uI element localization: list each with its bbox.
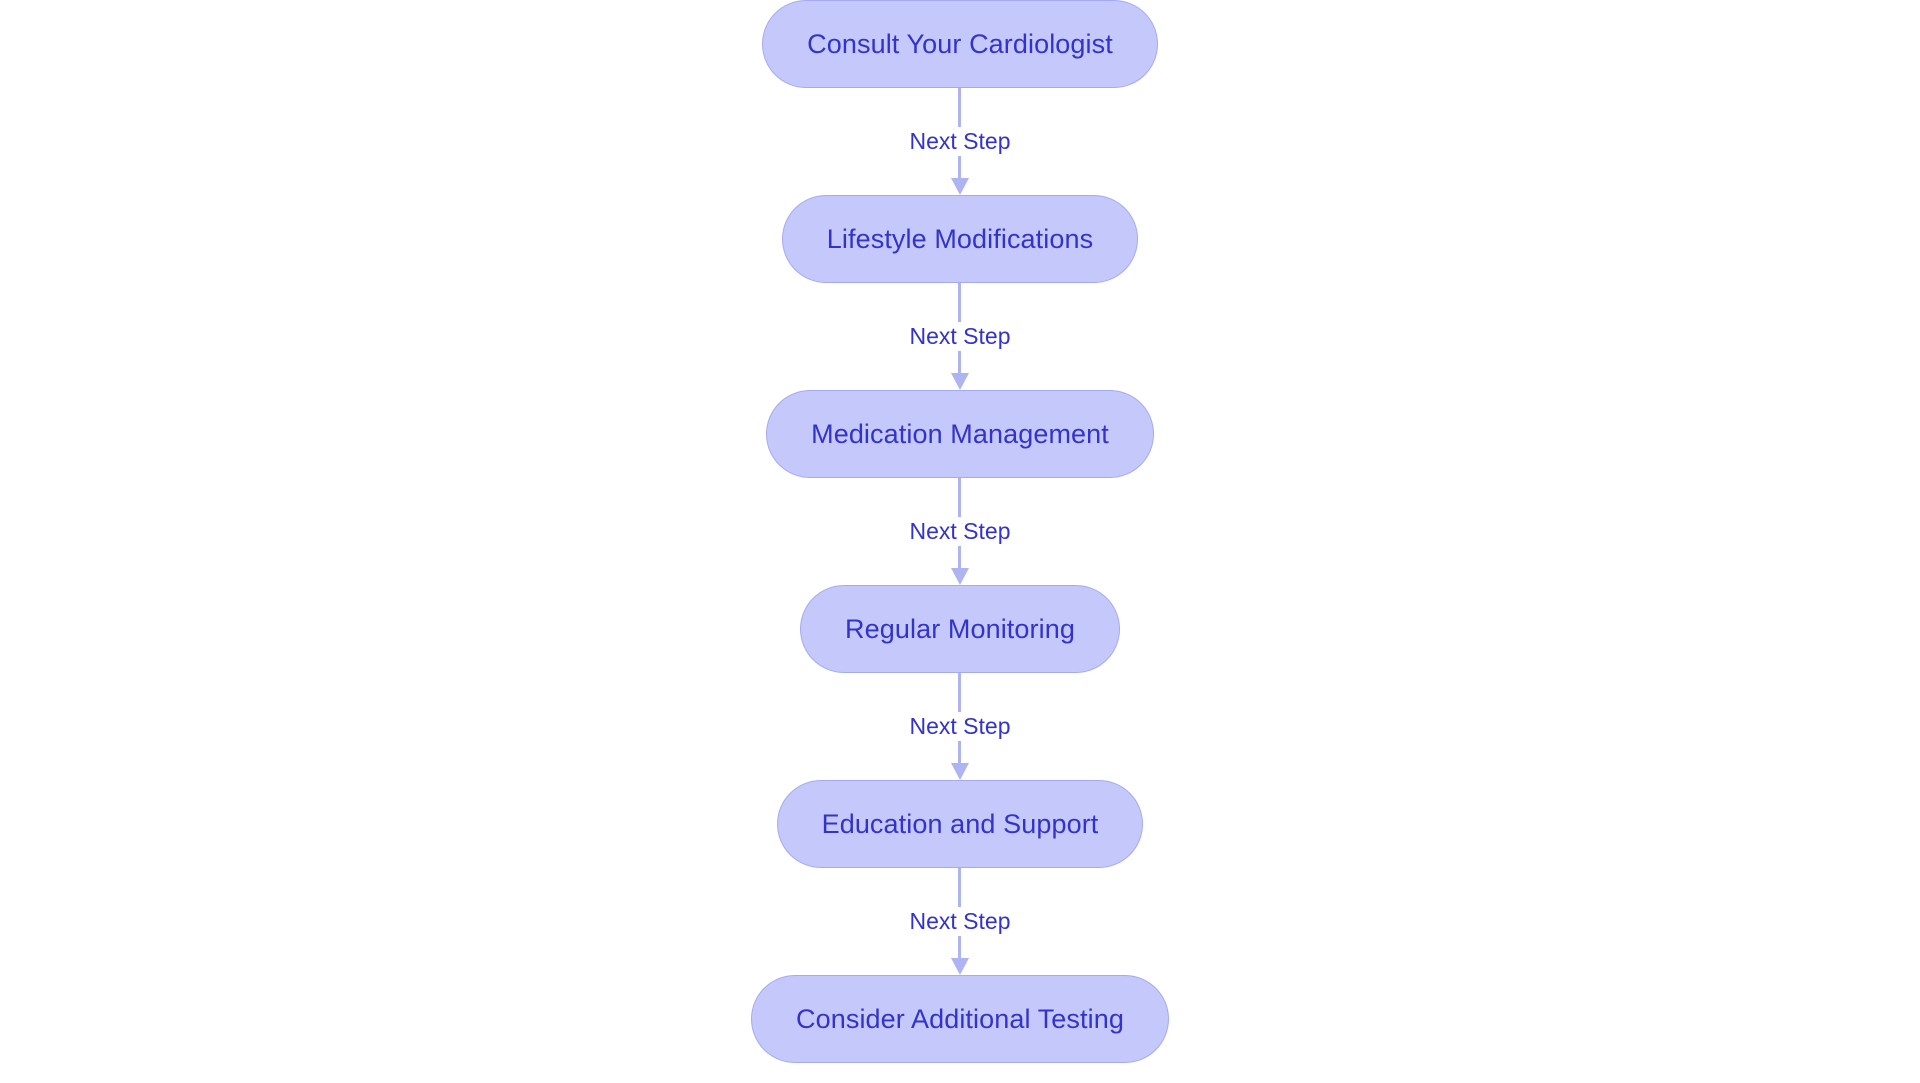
arrow-down-icon <box>951 763 969 780</box>
arrow-down-icon <box>951 568 969 585</box>
arrow-down-icon <box>951 958 969 975</box>
flow-edge-n2-n3: Next Step <box>860 283 1060 390</box>
flow-edge-n4-n5: Next Step <box>860 673 1060 780</box>
flow-node-regular-monitoring[interactable]: Regular Monitoring <box>800 585 1120 673</box>
flow-node-label: Consider Additional Testing <box>796 1003 1124 1034</box>
flow-node-consult-your-cardiologist[interactable]: Consult Your Cardiologist <box>762 0 1158 88</box>
edge-label: Next Step <box>902 322 1018 351</box>
flow-node-consider-additional-testing[interactable]: Consider Additional Testing <box>751 975 1169 1063</box>
flow-edge-n3-n4: Next Step <box>860 478 1060 585</box>
edge-label: Next Step <box>902 127 1018 156</box>
arrow-down-icon <box>951 373 969 390</box>
flow-node-label: Regular Monitoring <box>845 613 1075 644</box>
flow-edge-n1-n2: Next Step <box>860 88 1060 195</box>
flow-node-label: Consult Your Cardiologist <box>807 28 1113 59</box>
edge-label: Next Step <box>902 517 1018 546</box>
flow-node-label: Education and Support <box>821 808 1099 839</box>
edge-label: Next Step <box>902 712 1018 741</box>
flow-node-medication-management[interactable]: Medication Management <box>766 390 1154 478</box>
flow-node-label: Lifestyle Modifications <box>826 223 1094 254</box>
flow-edge-n5-n6: Next Step <box>860 868 1060 975</box>
arrow-down-icon <box>951 178 969 195</box>
flow-node-lifestyle-modifications[interactable]: Lifestyle Modifications <box>781 195 1139 283</box>
flow-node-label: Medication Management <box>811 418 1109 449</box>
flow-node-education-and-support[interactable]: Education and Support <box>776 780 1144 868</box>
edge-label: Next Step <box>902 907 1018 936</box>
